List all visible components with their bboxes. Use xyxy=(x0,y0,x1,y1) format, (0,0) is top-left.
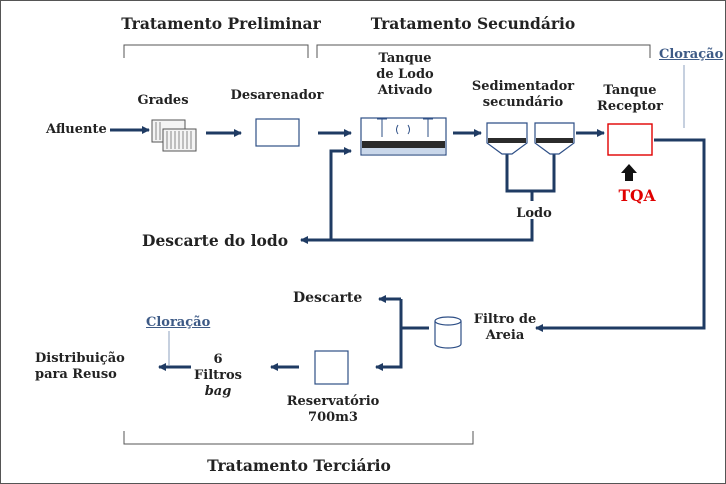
label-tanque-lodo-line-3: Ativado xyxy=(377,83,433,98)
label-tanque-lodo-line-2: de Lodo xyxy=(376,67,434,82)
section-preliminary: Tratamento Preliminar xyxy=(121,14,321,33)
label-reservatorio-line-1: Reservatório xyxy=(286,394,380,409)
label-reservatorio-line-2: 700m3 xyxy=(308,410,358,425)
label-distribuicao: Distribuição para Reuso xyxy=(35,351,125,383)
cloracao-bottom-link[interactable]: Cloração xyxy=(146,315,211,330)
label-desarenador: Desarenador xyxy=(230,88,324,103)
label-sedimentador: Sedimentador secundário xyxy=(472,79,574,111)
label-lodo: Lodo xyxy=(516,206,552,221)
label-filtro-areia-line-2: Areia xyxy=(485,328,525,343)
bracket-preliminary xyxy=(123,44,309,58)
label-filtros-bag: 6 Filtros bag xyxy=(194,352,242,400)
label-reservatorio: Reservatório 700m3 xyxy=(287,394,380,426)
label-filtros-line-2: Filtros xyxy=(194,368,242,383)
label-distribuicao-line-1: Distribuição xyxy=(35,351,125,366)
tqa-arrow-icon xyxy=(621,164,637,181)
label-grades: Grades xyxy=(137,93,189,108)
label-descarte: Descarte xyxy=(293,290,363,306)
arrow-receptor-filtro xyxy=(535,138,706,332)
label-sedimentador-line-2: secundário xyxy=(482,95,564,110)
label-afluente: Afluente xyxy=(46,122,107,137)
activated-sludge-tank xyxy=(360,117,447,156)
sludge-line xyxy=(505,154,556,193)
secondary-settler-1 xyxy=(486,122,528,155)
label-filtros-line-1: 6 xyxy=(213,352,223,367)
label-tanque-lodo: Tanque de Lodo Ativado xyxy=(376,51,433,99)
label-descarte-lodo: Descarte do lodo xyxy=(142,231,289,250)
recycle-line xyxy=(329,147,534,242)
label-tanque-receptor-line-2: Receptor xyxy=(597,99,663,114)
label-filtro-areia-line-1: Filtro de xyxy=(473,312,537,327)
label-tqa: TQA xyxy=(618,186,656,205)
sand-filter-cylinder xyxy=(434,316,462,349)
bar-screen-icon xyxy=(151,119,197,152)
label-filtros-line-3: bag xyxy=(204,384,232,399)
reservatorio-box xyxy=(314,350,349,385)
secondary-settler-2 xyxy=(534,122,575,155)
bracket-secondary xyxy=(316,44,651,58)
line-filtro-split xyxy=(399,299,429,330)
section-tertiary: Tratamento Terciário xyxy=(207,456,391,475)
desarenador-box xyxy=(255,118,300,147)
label-tanque-receptor: Tanque Receptor xyxy=(597,83,663,115)
arrow-filtro-reservatorio xyxy=(375,328,403,371)
bracket-tertiary xyxy=(123,431,474,445)
label-tanque-receptor-line-1: Tanque xyxy=(603,83,657,98)
cloracao-top-link[interactable]: Cloração xyxy=(659,47,724,62)
label-filtro-areia: Filtro de Areia xyxy=(474,312,537,344)
label-sedimentador-line-1: Sedimentador xyxy=(471,79,575,94)
label-distribuicao-line-2: para Reuso xyxy=(35,367,117,382)
tanque-receptor-box xyxy=(607,123,653,156)
label-tanque-lodo-line-1: Tanque xyxy=(378,51,432,66)
section-secondary: Tratamento Secundário xyxy=(370,14,576,33)
